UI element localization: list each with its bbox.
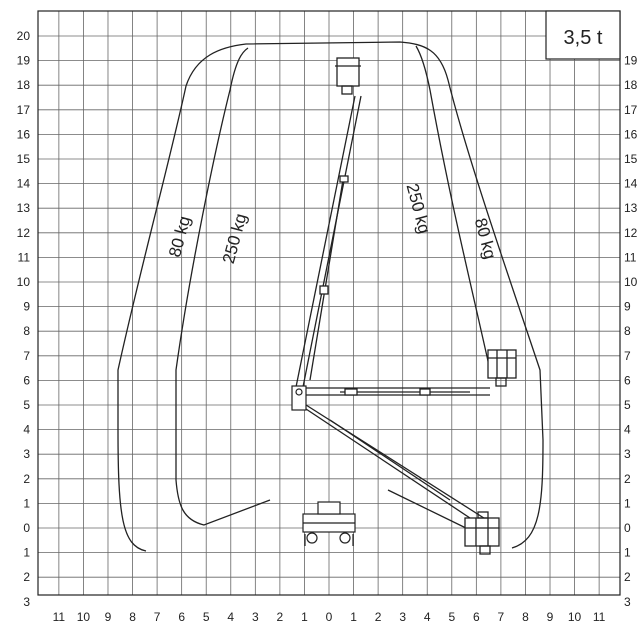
y-tick-label-left: 9 [23,300,30,314]
y-tick-label-right: 18 [624,78,638,92]
x-tick-label: 2 [375,610,382,624]
zone-label-right-outer: 80 kg [471,216,500,261]
x-tick-label: 1 [301,610,308,624]
y-tick-label-left: 19 [17,54,31,68]
x-tick-label: 6 [178,610,185,624]
y-tick-label-left: 10 [17,275,31,289]
x-tick-label: 5 [203,610,210,624]
y-tick-label-left: 17 [17,103,31,117]
y-tick-label-right: 9 [624,300,631,314]
y-tick-label-left: 12 [17,226,31,240]
y-tick-label-right: 5 [624,398,631,412]
x-tick-label: 10 [568,610,582,624]
x-tick-label: 1 [350,610,357,624]
y-tick-label-right: 14 [624,177,638,191]
y-tick-label-left: 13 [17,201,31,215]
y-tick-label-left: 2 [23,570,30,584]
x-tick-label: 6 [473,610,480,624]
y-tick-label-left: 0 [23,521,30,535]
y-tick-label-left: 11 [18,250,31,264]
x-tick-label: 3 [399,610,406,624]
y-tick-label-right: 19 [624,54,638,68]
x-tick-label: 4 [424,610,431,624]
outer-envelope-80kg [117,41,544,552]
boom-lowered [294,397,500,555]
x-tick-label: 4 [227,610,234,624]
y-tick-label-left: 15 [17,152,31,166]
y-tick-label-left: 7 [23,349,30,363]
boom-pivot [291,385,307,411]
grid [38,11,620,595]
y-tick-label-left: 8 [23,324,30,338]
y-tick-label-right: 10 [624,275,638,289]
y-tick-label-right: 11 [624,250,637,264]
capacity-box: 3,5 t [545,10,621,60]
x-tick-label: 3 [252,610,259,624]
y-tick-label-right: 3 [624,447,631,461]
x-tick-label: 8 [522,610,529,624]
y-tick-label-left: 16 [17,127,31,141]
inner-envelope-250kg [175,45,501,531]
zone-label-left-outer: 80 kg [165,214,194,259]
y-tick-label-right: 8 [624,324,631,338]
x-tick-label: 7 [154,610,161,624]
x-tick-label: 7 [498,610,505,624]
y-tick-label-left: 1 [23,546,30,560]
y-tick-label-right: 2 [624,472,631,486]
x-tick-label: 9 [547,610,554,624]
x-tick-label: 11 [53,610,66,624]
truck-chassis [302,501,356,546]
boom-vertical [294,57,362,393]
y-tick-label-left: 18 [17,78,31,92]
y-tick-label-left: 1 [23,496,30,510]
y-tick-label-right: 16 [624,127,638,141]
x-tick-label: 5 [448,610,455,624]
y-tick-label-left: 5 [23,398,30,412]
capacity-label: 3,5 t [564,27,603,49]
chart-frame [37,10,621,596]
y-tick-label-right: 1 [624,496,631,510]
y-tick-label-left: 3 [23,447,30,461]
y-tick-label-right: 0 [624,521,631,535]
y-tick-label-right: 12 [624,226,638,240]
x-tick-label: 11 [593,610,606,624]
x-tick-label: 9 [105,610,112,624]
y-tick-label-left: 6 [23,373,30,387]
y-tick-label-right: 3 [624,595,631,609]
y-tick-label-left: 4 [23,423,30,437]
x-tick-label: 10 [77,610,91,624]
y-tick-label-right: 4 [624,423,631,437]
y-tick-label-right: 1 [624,546,631,560]
y-tick-label-left: 2 [23,472,30,486]
y-tick-label-left: 20 [17,29,31,43]
y-tick-label-right: 13 [624,201,638,215]
boom-horizontal [295,349,517,396]
y-tick-label-right: 6 [624,373,631,387]
x-tick-label: 0 [326,610,333,624]
y-tick-label-right: 7 [624,349,631,363]
x-tick-label: 2 [277,610,284,624]
y-tick-label-left: 14 [17,177,31,191]
y-tick-label-left: 3 [23,595,30,609]
y-tick-label-right: 15 [624,152,638,166]
y-tick-label-right: 17 [624,103,638,117]
x-tick-label: 8 [129,610,136,624]
y-tick-label-right: 2 [624,570,631,584]
